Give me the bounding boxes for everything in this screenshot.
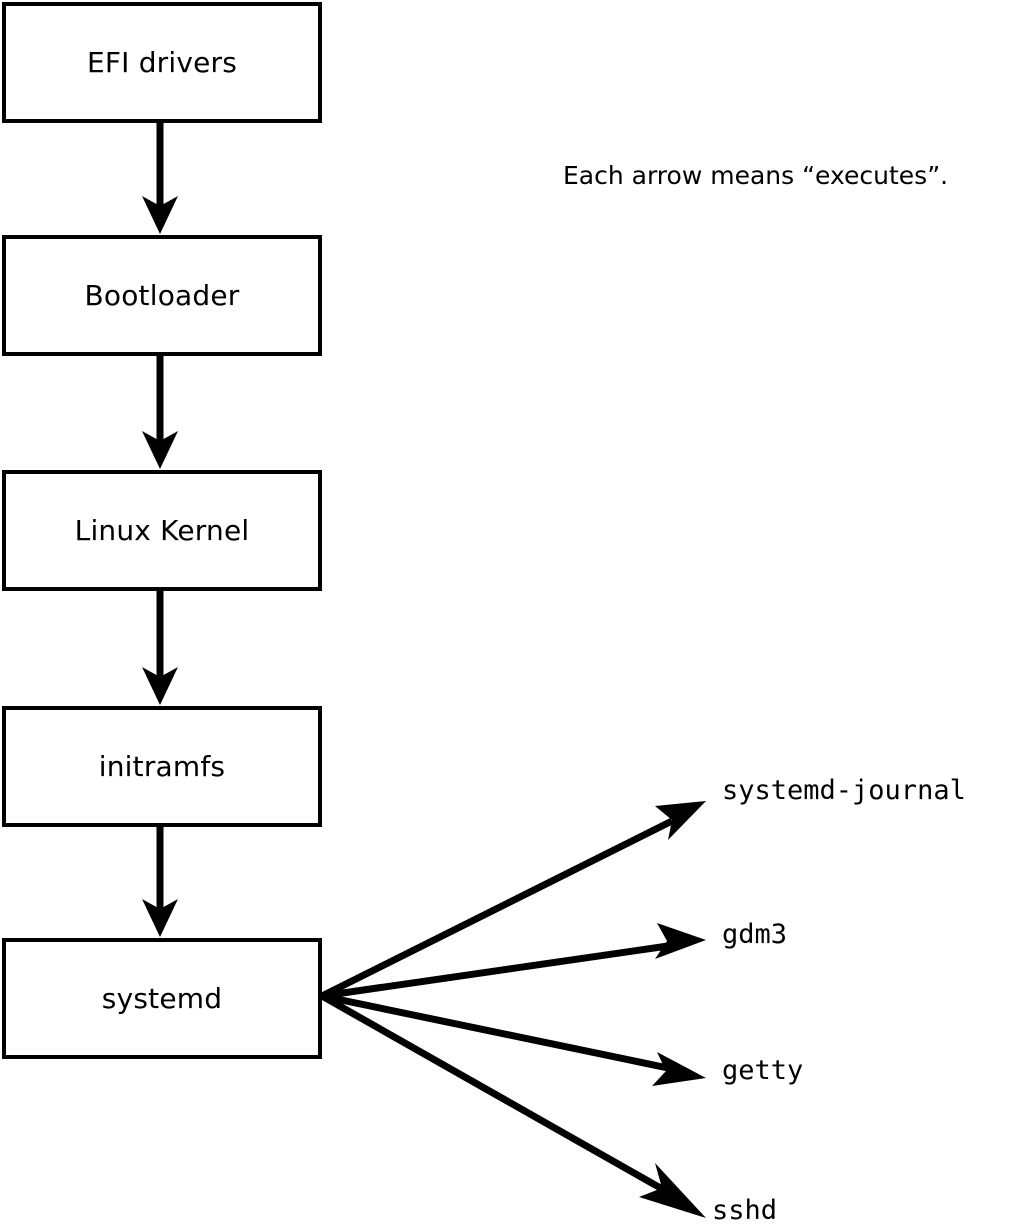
stage-label-systemd: systemd	[101, 981, 223, 1015]
arrow-initramfs-to-systemd	[142, 823, 178, 937]
stage-box-linux-kernel[interactable]: Linux Kernel	[2, 470, 322, 591]
arrow-systemd-to-gdm3	[321, 923, 706, 1000]
arrow-efi-to-bootloader	[142, 118, 178, 234]
stage-box-systemd[interactable]: systemd	[2, 938, 322, 1059]
process-label-gdm3: gdm3	[722, 919, 788, 950]
process-label-getty: getty	[722, 1055, 804, 1086]
process-label-sshd: sshd	[712, 1195, 778, 1226]
stage-label-initramfs: initramfs	[98, 749, 226, 783]
legend-caption: Each arrow means “executes”.	[563, 161, 949, 190]
stage-box-initramfs[interactable]: initramfs	[2, 706, 322, 827]
stage-label-efi-drivers: EFI drivers	[86, 45, 238, 79]
stage-label-linux-kernel: Linux Kernel	[74, 513, 250, 547]
stage-box-efi-drivers[interactable]: EFI drivers	[2, 2, 322, 123]
arrow-systemd-to-getty	[321, 992, 706, 1086]
stage-box-bootloader[interactable]: Bootloader	[2, 235, 322, 356]
arrow-systemd-to-sshd	[320, 992, 706, 1218]
arrow-bootloader-to-kernel	[142, 352, 178, 469]
arrow-systemd-to-systemd-journal	[320, 801, 706, 1000]
stage-label-bootloader: Bootloader	[84, 278, 240, 312]
arrow-kernel-to-initramfs	[142, 588, 178, 705]
process-label-systemd-journal: systemd-journal	[722, 775, 966, 806]
